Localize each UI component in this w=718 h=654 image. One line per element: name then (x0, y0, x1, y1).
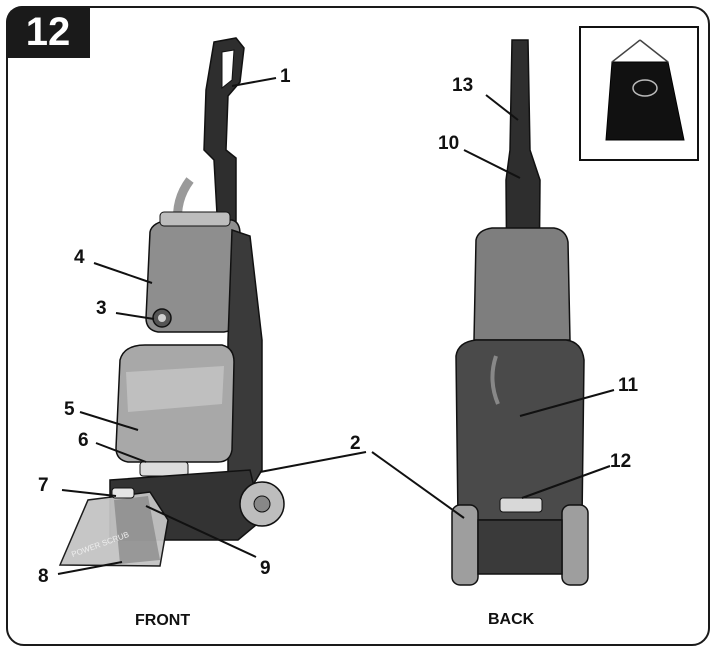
nozzle-release (111, 487, 135, 499)
front-caption: FRONT (135, 612, 191, 629)
callout-12: 12 (610, 451, 632, 472)
back-wheel-left (451, 504, 479, 586)
bag-drawstring (611, 39, 669, 63)
callout-13: 13 (452, 75, 474, 96)
callout-8: 8 (38, 566, 49, 587)
back-hose (490, 355, 500, 405)
front-wheel-hub (253, 495, 271, 513)
bag-icon (605, 61, 685, 141)
callout-5: 5 (64, 399, 75, 420)
accessory-bag-inset (579, 26, 699, 161)
back-wheel-right (561, 504, 589, 586)
callout-3: 3 (96, 298, 107, 319)
back-view-cleaner (451, 39, 589, 586)
solution-dial-center (158, 314, 166, 322)
tank-cap (159, 211, 231, 227)
leader-lines (57, 77, 615, 575)
page-number-badge: 12 (6, 6, 90, 58)
callout-2: 2 (350, 433, 361, 454)
callout-11: 11 (618, 375, 639, 396)
callout-9: 9 (260, 558, 271, 579)
nozzle-brush-window (114, 496, 160, 564)
callout-10: 10 (438, 133, 460, 154)
handle-grip-opening (221, 49, 235, 90)
bag-brand-logo (632, 79, 658, 97)
front-view-cleaner (58, 37, 285, 567)
page-frame (6, 6, 710, 646)
callout-7: 7 (38, 475, 49, 496)
back-base (477, 519, 563, 575)
back-latch (499, 497, 543, 513)
back-upper-housing (473, 227, 571, 341)
callout-6: 6 (78, 430, 89, 451)
back-caption: BACK (488, 611, 535, 628)
back-body (455, 339, 585, 521)
callout-1: 1 (280, 66, 291, 87)
callout-4: 4 (74, 247, 85, 268)
dirty-tank-window (126, 366, 224, 412)
tank-latch (139, 461, 189, 477)
